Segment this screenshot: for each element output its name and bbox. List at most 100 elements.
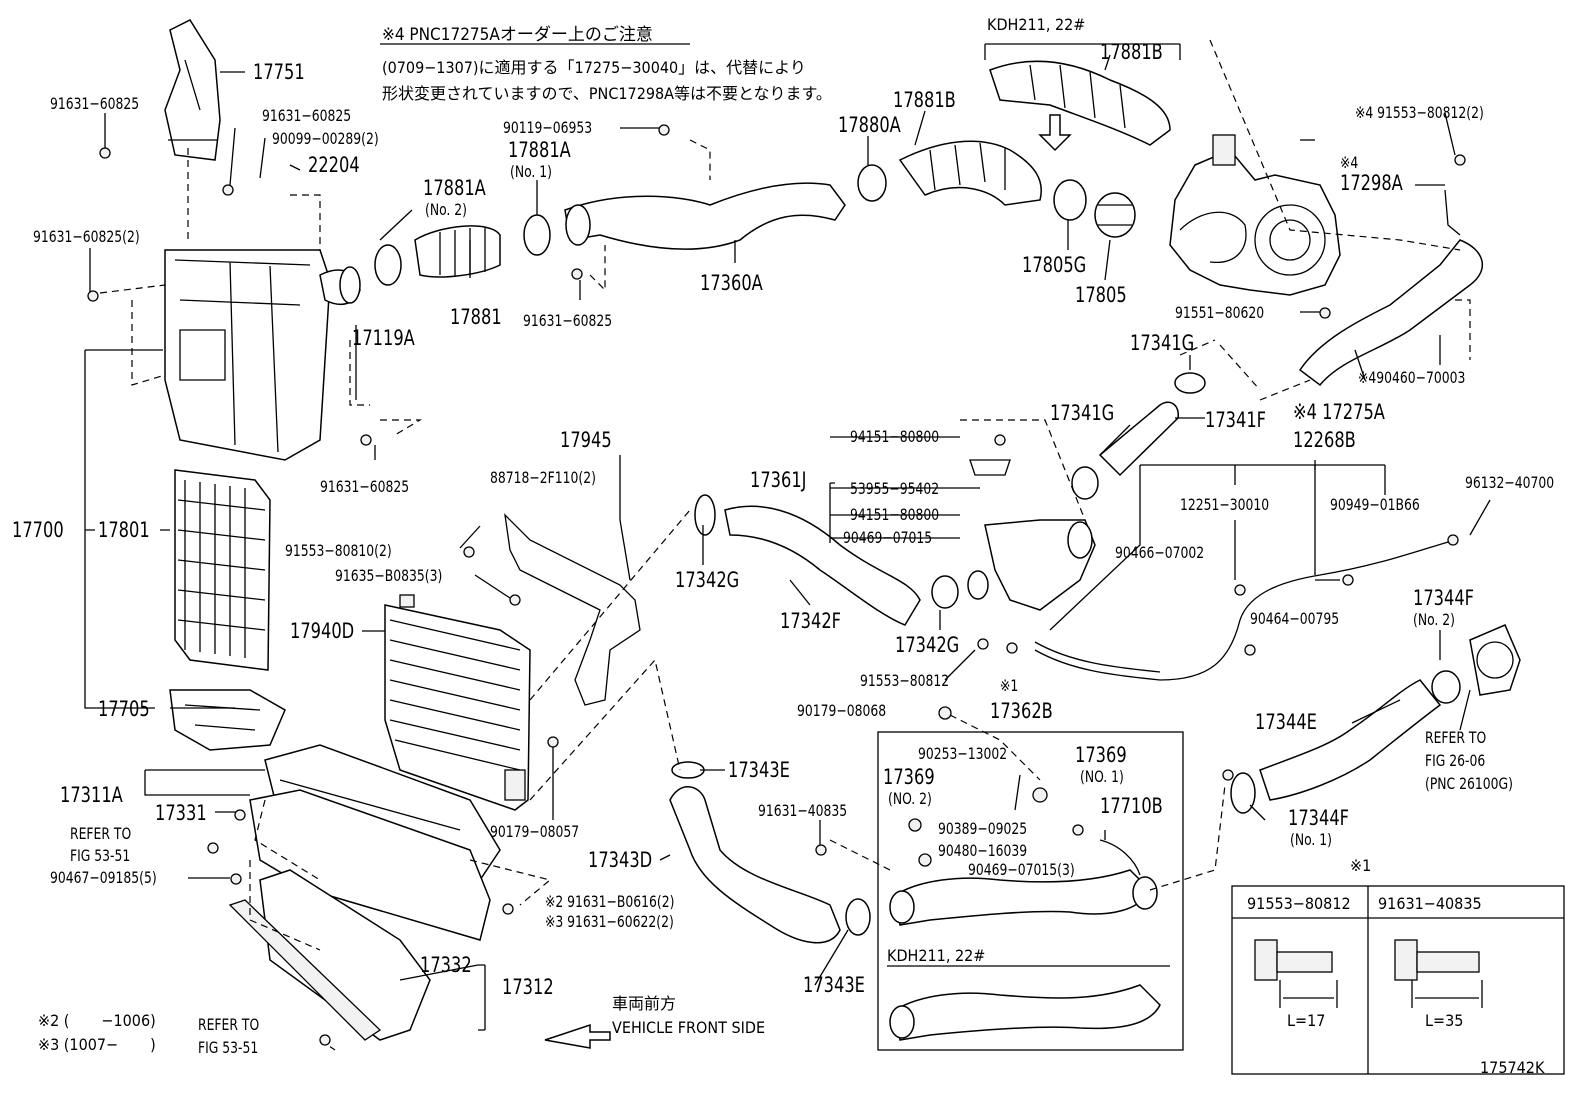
part-label: ※4: [1340, 153, 1359, 172]
pipe-17360A: [523, 182, 846, 256]
part-label: 17344F: [1413, 586, 1475, 610]
air-cleaner-case: [164, 249, 361, 461]
front-arrow: [544, 1023, 611, 1049]
part-label: 91631−60825: [320, 477, 410, 496]
part-label: FIG 26-06: [1425, 751, 1486, 770]
part-label: 96132−40700: [1465, 473, 1555, 492]
part-label: 91551−80620: [1175, 303, 1265, 322]
part-label: 17341G: [1130, 331, 1195, 355]
part-label: (No. 2): [425, 200, 467, 219]
part-label: 17805: [1075, 283, 1127, 307]
part-label: 17343E: [728, 758, 790, 782]
hose-17342F: [694, 494, 989, 626]
part-label: 17362B: [990, 699, 1053, 723]
part-label: 90466−07002: [1115, 543, 1205, 562]
part-label: 17881A: [423, 176, 486, 200]
part-label: 17344F: [1288, 806, 1350, 830]
coupling-17805: [1094, 192, 1136, 238]
hose-17881B-top: [989, 60, 1171, 146]
part-label: 90480−16039: [938, 841, 1028, 860]
part-label: 90949−01B66: [1330, 495, 1420, 514]
part-label: 17880A: [838, 113, 901, 137]
part-label: 17360A: [700, 271, 763, 295]
part-label: 90253−13002: [918, 744, 1008, 763]
part-label: 17342G: [675, 568, 740, 592]
pipe-17362B-kdh: [889, 984, 1161, 1041]
part-label: (No. 2): [1413, 610, 1455, 629]
bolt-table-col2: 91631−40835: [1378, 894, 1482, 913]
note4-line1: (0709−1307)に適用する「17275−30040」は、代替により: [382, 58, 806, 77]
part-label: 17341F: [1205, 408, 1267, 432]
part-label: 90467−09185(5): [50, 868, 157, 887]
part-label: 91631−60825(2): [33, 227, 140, 246]
hose-17344E: [1230, 670, 1461, 814]
hose-17881: [374, 225, 501, 286]
part-label: 17881A: [508, 138, 571, 162]
part-label: 90179−08057: [490, 822, 580, 841]
part-label: REFER TO: [1425, 728, 1487, 747]
part-label: 17343E: [803, 973, 865, 997]
hose-17881B-left: [857, 140, 1042, 206]
part-label: 17700: [12, 518, 64, 542]
bolt-table-title: ※1: [1350, 856, 1372, 875]
part-label: 17881B: [893, 88, 956, 112]
part-label: (NO. 2): [888, 789, 932, 808]
part-label: 88718−2F110(2): [490, 468, 596, 487]
turbocharger: [1169, 134, 1341, 296]
throttle-26-06: [1469, 624, 1521, 696]
illustration-id: 175742K: [1480, 1058, 1545, 1077]
part-label: REFER TO: [70, 824, 132, 843]
bolt-table-col1: 91553−80812: [1247, 894, 1351, 913]
direction-arrow: [1038, 114, 1072, 152]
part-label: 90464−00795: [1250, 609, 1340, 628]
part-label: 17801: [98, 518, 150, 542]
part-label: 17311A: [60, 783, 123, 807]
footnote-3: ※3 (1007− ): [38, 1035, 156, 1054]
part-label: 90119−06953: [503, 118, 593, 137]
vehicle-front-jp: 車両前方: [612, 994, 677, 1013]
box-17362B: [877, 731, 1184, 1051]
part-label: 17881B: [1100, 40, 1163, 64]
clamp-17805G: [1053, 179, 1087, 221]
note4-title: ※4 PNC17275Aオーダー上のご注意: [382, 25, 653, 45]
part-label: 17312: [502, 975, 554, 999]
note4-line2: 形状変更されていますので、PNC17298A等は不要となります。: [382, 84, 832, 103]
part-label: 17343D: [588, 848, 653, 872]
hose-17341F: [1071, 372, 1206, 500]
part-label: FIG 53-51: [70, 846, 131, 865]
part-label: 53955−95402: [850, 479, 940, 498]
part-label: (PNC 26100G): [1425, 774, 1513, 793]
part-label: 17119A: [352, 326, 415, 350]
part-label: 94151−80800: [850, 505, 940, 524]
intercooler-17940D: [384, 594, 531, 811]
bracket-17705: [169, 689, 286, 751]
part-label: 17881: [450, 305, 502, 329]
bracket-17945: [504, 513, 641, 706]
bolt-table: [1231, 885, 1565, 1075]
part-label: 17341G: [1050, 401, 1115, 425]
part-label: 22204: [308, 153, 360, 177]
part-label: 17298A: [1340, 171, 1403, 195]
bolt-length-1: L=17: [1287, 1011, 1326, 1030]
footnote-2: ※2 ( −1006): [38, 1011, 156, 1030]
part-label: 90469−07015: [843, 528, 933, 547]
kdh-top-label: KDH211, 22#: [987, 15, 1086, 34]
part-label: 17705: [98, 697, 150, 721]
pipe-line-90464: [1034, 539, 1456, 681]
part-label: (No. 1): [1290, 830, 1332, 849]
part-label: 91631−40835: [758, 801, 848, 820]
air-duct-17751: [164, 19, 221, 161]
part-label: 91631−60825: [523, 311, 613, 330]
part-label: ※1: [1000, 676, 1019, 695]
part-label: 17344E: [1255, 710, 1317, 734]
vehicle-front-en: VEHICLE FRONT SIDE: [612, 1018, 766, 1037]
part-label: 91553−80810(2): [285, 541, 392, 560]
part-label: 91635−B0835(3): [335, 566, 443, 585]
part-label: 17710B: [1100, 794, 1163, 818]
part-label: 90179−08068: [797, 701, 887, 720]
part-label: 12251−30010: [1180, 495, 1270, 514]
part-label: 91631−60825: [50, 94, 140, 113]
part-label: 91553−80812: [860, 671, 950, 690]
pipe-17275A: [1298, 189, 1484, 387]
